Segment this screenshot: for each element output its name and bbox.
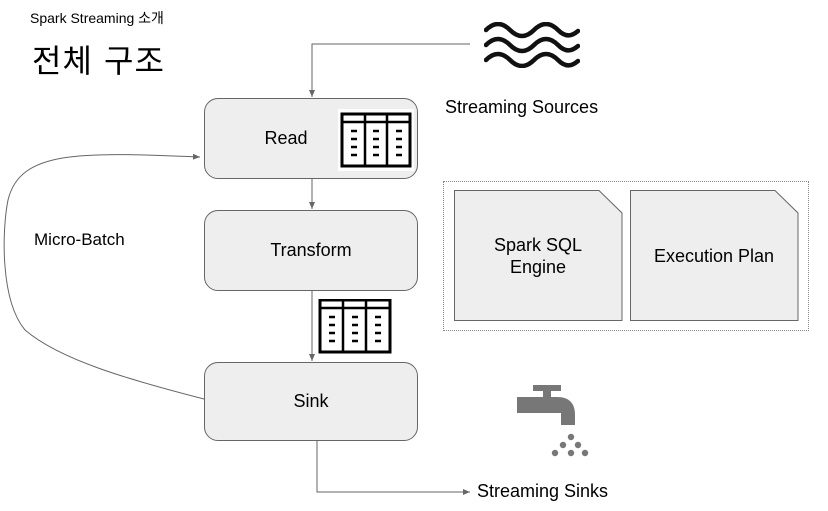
waves-icon: [484, 22, 580, 68]
transform-step[interactable]: Transform: [204, 210, 418, 291]
engine-group: [443, 181, 809, 331]
sink-step[interactable]: Sink: [204, 362, 418, 441]
source-to-read-arrow: [309, 43, 470, 97]
faucet-icon: [517, 385, 589, 457]
table-icon: [338, 109, 414, 171]
execution-plan-card[interactable]: [630, 190, 802, 321]
card-line: Spark SQL: [493, 234, 583, 255]
streaming-sinks-label: Streaming Sinks: [477, 481, 609, 501]
spark-sql-engine-text: Spark SQL Engine: [454, 190, 622, 321]
card-line: Execution Plan: [653, 245, 775, 266]
streaming-sources-label: Streaming Sources: [445, 97, 599, 117]
sink-step-label: Sink: [293, 391, 329, 411]
micro-batch-label: Micro-Batch: [34, 230, 125, 249]
micro-batch-loop-arrow: [3, 153, 205, 400]
table-icon: [318, 299, 392, 354]
execution-plan-text: Execution Plan: [630, 190, 798, 321]
transform-step-label: Transform: [270, 240, 352, 260]
spark-sql-engine-card[interactable]: [454, 190, 626, 321]
read-step-label: Read: [264, 128, 308, 148]
slide-subtitle: Spark Streaming 소개: [30, 10, 164, 26]
slide-title: 전체 구조: [32, 42, 165, 80]
card-line: Engine: [509, 256, 567, 277]
sink-to-output-arrow: [316, 441, 470, 495]
